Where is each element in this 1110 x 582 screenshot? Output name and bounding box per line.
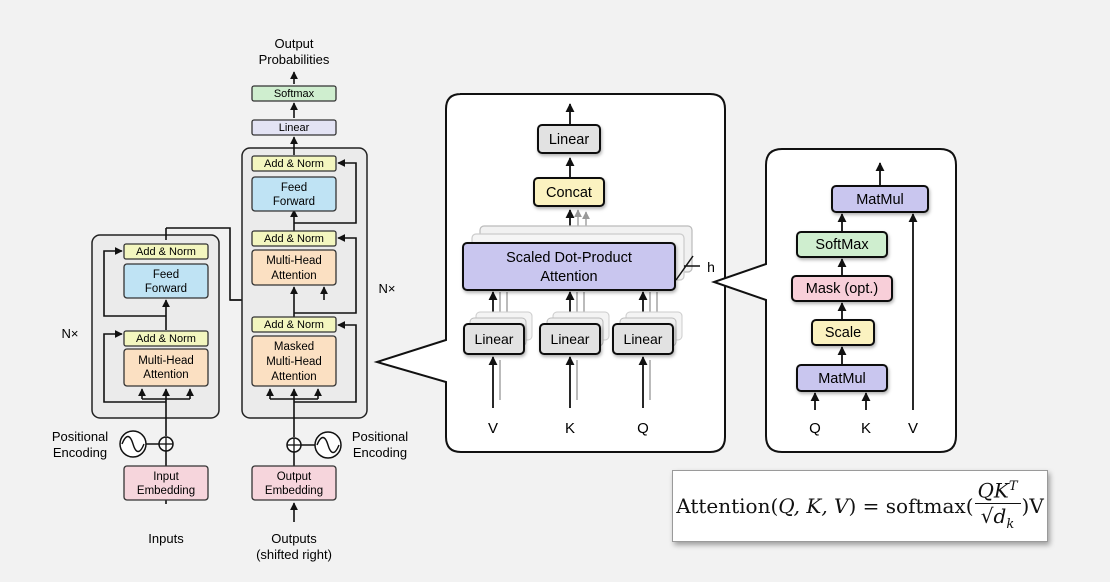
encoder-block: [91, 234, 220, 419]
formula-fraction: QKT √dk: [974, 476, 1021, 536]
decoder-positional-label-1: Positional: [352, 429, 408, 444]
formula-sqrt: √: [980, 503, 994, 528]
masked-mha-label-3: Attention: [271, 371, 316, 383]
output-linear-label: Linear: [279, 122, 310, 134]
encoder-positional-label-2: Encoding: [53, 445, 107, 460]
matmul-top-label: MatMul: [856, 192, 904, 208]
mask-label: Mask (opt.): [806, 281, 879, 297]
scaled-dot-product-box: [462, 242, 676, 291]
attention-formula: Attention(Q, K, V) = softmax( QKT √dk )V: [672, 470, 1048, 542]
matmul-top-box: [831, 185, 929, 213]
output-softmax-label: Softmax: [274, 88, 315, 100]
decoder-add-norm-box-3: [251, 155, 337, 172]
softmax-label: SoftMax: [815, 237, 869, 253]
sd-input-k: K: [861, 420, 871, 437]
matmul-bottom-label: MatMul: [818, 371, 866, 387]
linear-v-label: Linear: [475, 331, 514, 347]
input-embedding-box: [123, 465, 209, 501]
decoder-add-norm-box-2: [251, 230, 337, 247]
encoder-ff-label-2: Forward: [145, 283, 187, 295]
decoder-ff-label-1: Feed: [281, 182, 307, 194]
formula-tail: )V: [1021, 494, 1044, 518]
encoder-ff-label-1: Feed: [153, 269, 179, 281]
linear-k-label: Linear: [551, 331, 590, 347]
sd-input-v: V: [908, 420, 918, 437]
masked-mha-label-1: Masked: [274, 341, 314, 353]
encoder-mha-label-2: Attention: [143, 369, 188, 381]
encoder-mha-label-1: Multi-Head: [138, 355, 194, 367]
h-label: h: [707, 259, 715, 275]
encoder-add-norm-box-1: [123, 330, 209, 347]
formula-eq: ) = softmax(: [848, 494, 974, 518]
output-embedding-label-1: Output: [277, 471, 312, 483]
decoder-mha-label-2: Attention: [271, 270, 316, 282]
output-embedding-label-2: Embedding: [265, 485, 323, 497]
formula-args: Q, K, V: [778, 494, 849, 518]
sd-input-q: Q: [809, 420, 821, 437]
decoder-wiring: [266, 71, 357, 522]
decoder-add-norm-box-1: [251, 316, 337, 333]
concat-box: [533, 177, 605, 207]
output-embedding-box: [251, 465, 337, 501]
encoder-multi-head-attention-box: [123, 348, 209, 387]
scaled-dot-wiring: [810, 162, 918, 410]
formula-den-sub: k: [1006, 516, 1015, 532]
formula-den-d: d: [993, 503, 1007, 528]
softmax-box: [796, 231, 888, 258]
outputs-label-1: Outputs: [271, 531, 317, 546]
formula-num-q: QK: [977, 478, 1009, 503]
decoder-add-norm-label-2: Add & Norm: [264, 233, 324, 245]
encoder-add-norm-label-2: Add & Norm: [136, 246, 196, 258]
multi-head-wiring: [488, 103, 648, 408]
decoder-multi-head-attention-box: [251, 249, 337, 286]
encoder-feed-forward-box: [123, 263, 209, 299]
decoder-add-norm-label-1: Add & Norm: [264, 319, 324, 331]
scaled-dot-label-1: Scaled Dot-Product: [506, 250, 632, 266]
decoder-feed-forward-box: [251, 176, 337, 212]
linear-q-label: Linear: [624, 331, 663, 347]
masked-mha-label-2: Multi-Head: [266, 356, 322, 368]
linear-stack-q: [612, 311, 683, 355]
output-probabilities-label-2: Probabilities: [259, 52, 330, 67]
encoder-add-norm-box-2: [123, 243, 209, 260]
decoder-add-norm-label-3: Add & Norm: [264, 158, 324, 170]
linear-stack-v: [463, 311, 533, 355]
matmul-bottom-box: [796, 364, 888, 392]
concat-label: Concat: [546, 185, 592, 201]
mh-input-k: K: [565, 420, 575, 437]
linear-stack-k: [539, 311, 610, 355]
scale-label: Scale: [825, 325, 861, 341]
mh-input-v: V: [488, 420, 498, 437]
outputs-label-2: (shifted right): [256, 547, 332, 562]
linear-top-label: Linear: [549, 132, 589, 148]
output-softmax-box: [251, 85, 337, 102]
scale-box: [811, 319, 875, 346]
input-embedding-label-1: Input: [153, 471, 179, 483]
encoder-nx-label: N×: [62, 326, 79, 341]
inputs-label: Inputs: [148, 531, 184, 546]
mh-input-q: Q: [637, 420, 649, 437]
encoder-add-norm-label-1: Add & Norm: [136, 333, 196, 345]
mask-box: [791, 275, 893, 302]
masked-multi-head-attention-box: [251, 335, 337, 387]
encoder-positional-label-1: Positional: [52, 429, 108, 444]
decoder-nx-label: N×: [379, 281, 396, 296]
decoder-positional-label-2: Encoding: [353, 445, 407, 460]
decoder-mha-label-1: Multi-Head: [266, 255, 322, 267]
formula-num-sup: T: [1008, 479, 1018, 495]
linear-top-box: [537, 124, 601, 154]
h-bracket: [675, 255, 700, 281]
input-embedding-label-2: Embedding: [137, 485, 195, 497]
scaled-dot-label-2: Attention: [540, 269, 597, 285]
output-probabilities-label-1: Output: [274, 36, 313, 51]
decoder-ff-label-2: Forward: [273, 196, 315, 208]
output-linear-box: [251, 119, 337, 136]
formula-lhs: Attention(: [676, 494, 779, 518]
